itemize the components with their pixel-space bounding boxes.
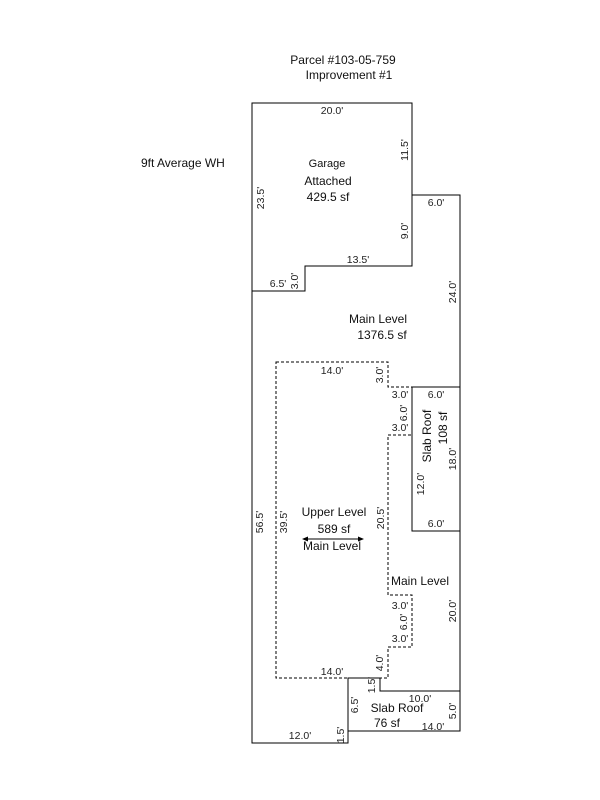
dim-main-notch-vertical: 6.5' [349, 697, 361, 714]
improvement-number: Improvement #1 [306, 68, 393, 82]
dim-main-bottom-step: 1.5' [335, 727, 347, 744]
slab-roof-1-outline [411, 386, 461, 532]
dim-slab1-top: 6.0' [428, 389, 445, 401]
garage-type: Garage [309, 158, 346, 170]
upper-level-link-label: Main Level [303, 539, 361, 553]
dim-garage-step-left: 6.5' [270, 278, 287, 290]
dim-slab2-right: 5.0' [447, 703, 459, 720]
dim-main-top-right: 6.0' [428, 197, 445, 209]
dim-upper-jog1-side: 6.0' [398, 405, 410, 422]
dim-upper-jog2-side: 6.0' [398, 614, 410, 631]
dim-main-right-upper: 24.0' [447, 281, 459, 303]
dim-main-left: 56.5' [254, 511, 266, 533]
main-level-area: 1376.5 sf [357, 328, 407, 342]
slab-roof-1-area: 108 sf [436, 411, 450, 444]
garage-area: 429.5 sf [307, 190, 350, 204]
dim-upper-left: 39.5' [278, 511, 290, 533]
dim-garage-top: 20.0' [321, 105, 343, 117]
dim-garage-right-lower: 9.0' [399, 223, 411, 240]
upper-level-outline [275, 361, 413, 679]
upper-level-label: Upper Level [302, 505, 367, 519]
dim-upper-jog2-top: 3.0' [392, 600, 409, 612]
upper-level-area: 589 sf [318, 522, 351, 536]
main-level-label: Main Level [349, 312, 407, 326]
slab-roof-2-outline [348, 691, 461, 732]
dim-main-notch-right: 4.0' [374, 655, 386, 672]
dim-garage-left: 23.5' [255, 187, 267, 209]
dim-main-bottom: 12.0' [289, 730, 311, 742]
dim-slab2-top: 10.0' [409, 693, 431, 705]
dim-main-notch-step: 1.5' [366, 677, 378, 694]
dim-slab1-bottom: 6.0' [428, 518, 445, 530]
slab-roof-2-area: 76 sf [374, 716, 401, 730]
dim-garage-step-bottom: 13.5' [347, 254, 369, 266]
dim-main-right-lower: 20.0' [447, 600, 459, 622]
main-level-label-2: Main Level [391, 574, 449, 588]
dim-garage-step-vertical: 3.0' [289, 273, 301, 290]
slab-roof-2-label: Slab Roof [371, 701, 424, 715]
dim-upper-top-right: 3.0' [374, 367, 386, 384]
dim-upper-top: 14.0' [321, 365, 343, 377]
parcel-number: Parcel #103-05-759 [290, 53, 396, 67]
dim-garage-right-upper: 11.5' [399, 139, 411, 161]
dim-upper-right: 20.5' [375, 507, 387, 529]
dim-slab1-left: 12.0' [415, 473, 427, 495]
dim-upper-jog1-top: 3.0' [392, 389, 409, 401]
garage-subtype: Attached [304, 174, 351, 188]
link-arrow-icon [302, 536, 364, 542]
dim-upper-bottom: 14.0' [321, 666, 343, 678]
dim-upper-jog2-bottom: 3.0' [392, 633, 409, 645]
dim-slab1-right: 18.0' [447, 448, 459, 470]
slab-roof-1-label: Slab Roof [420, 409, 434, 462]
dim-slab2-bottom: 14.0' [422, 721, 444, 733]
dim-upper-jog1-bottom: 3.0' [392, 422, 409, 434]
wall-height-note: 9ft Average WH [141, 156, 225, 170]
